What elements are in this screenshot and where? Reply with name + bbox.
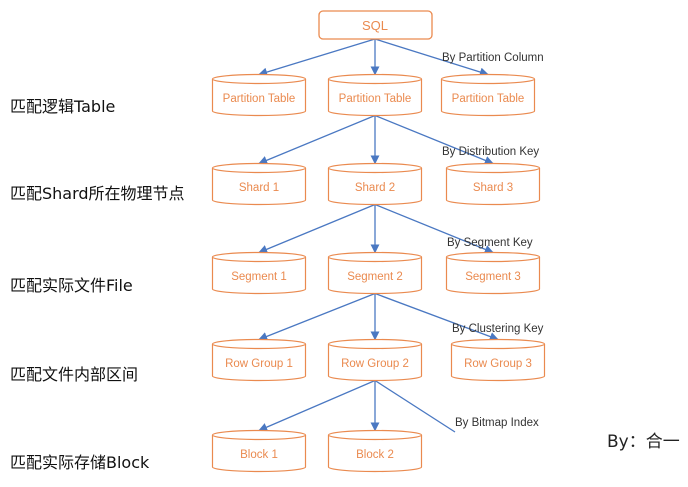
partition-table-node-2: Partition Table [327,73,423,117]
row-group-node-3-body [450,344,546,382]
edge-L2N1-L3N2 [374,292,499,341]
shard-node-3-label: Shard 3 [473,182,513,194]
edge-root-L0N0 [258,38,376,77]
edge-label-distribution: By Distribution Key [442,146,539,158]
edges-layer [258,38,499,433]
segment-node-1-label: Segment 1 [231,271,287,283]
row-group-node-3-cap [450,338,546,350]
stage-label-interval: 匹配文件内部区间 [10,365,139,384]
row-group-node-3-label: Row Group 3 [464,358,532,370]
partition-table-node-3-cap [440,73,536,85]
block-node-2-label: Block 2 [356,449,394,461]
partition-table-node-2-cap [327,73,423,85]
segment-node-3-label: Segment 3 [465,271,521,283]
segment-node-3-body [445,257,541,295]
row-group-node-2: Row Group 2 [327,338,423,382]
partition-table-node-3-label: Partition Table [452,93,525,105]
segment-node-3-cap [445,251,541,263]
stage-label-table: 匹配逻辑Table [10,97,116,116]
block-node-1-label: Block 1 [240,449,278,461]
row-group-node-1-cap [211,338,307,350]
shard-node-3: Shard 3 [445,162,541,206]
edge-L0N1-L1N2 [374,114,494,165]
shard-node-1-body [211,168,307,206]
partition-table-node-1-cap [211,73,307,85]
stage-label-shard: 匹配Shard所在物理节点 [10,184,185,203]
shard-node-2-label: Shard 2 [355,182,395,194]
edge-L1N1-L2N0 [258,203,376,254]
shard-node-3-body [445,168,541,206]
segment-node-3: Segment 3 [445,251,541,295]
row-group-node-1: Row Group 1 [211,338,307,382]
block-node-1-body [211,435,307,473]
edge-label-partition: By Partition Column [442,52,544,64]
shard-node-3-cap [445,162,541,174]
block-node-1-cap [211,429,307,441]
segment-node-1-cap [211,251,307,263]
shard-node-2: Shard 2 [327,162,423,206]
root-label: SQL [362,18,388,33]
segment-node-2-cap [327,251,423,263]
partition-table-node-1-label: Partition Table [223,93,296,105]
root-node: SQL [318,10,433,40]
shard-node-1: Shard 1 [211,162,307,206]
shard-node-2-body [327,168,423,206]
shard-node-1-cap [211,162,307,174]
row-group-node-2-cap [327,338,423,350]
row-group-node-1-label: Row Group 1 [225,358,293,370]
edge-L1N1-L2N2 [374,203,494,254]
edge-L2N1-L3N0 [258,292,376,341]
shard-node-2-cap [327,162,423,174]
stage-label-file: 匹配实际文件File [10,276,133,295]
edge-L3N1-L4N0 [258,379,376,432]
edge-L0N1-L1N0 [258,114,376,165]
partition-table-node-2-body [327,79,423,117]
segment-node-1: Segment 1 [211,251,307,295]
edge-labels-layer: By Partition Column By Distribution Key … [442,52,544,429]
segment-node-2-label: Segment 2 [347,271,403,283]
segment-node-2: Segment 2 [327,251,423,295]
edge-root-L0N2 [374,38,489,77]
edge-label-bitmap: By Bitmap Index [455,417,539,429]
stage-label-block: 匹配实际存储Block [10,453,150,472]
row-group-node-3: Row Group 3 [450,338,546,382]
row-group-node-2-body [327,344,423,382]
block-node-2: Block 2 [327,429,423,473]
author-credit: By：合一 [607,432,680,452]
shard-node-1-label: Shard 1 [239,182,279,194]
segment-node-1-body [211,257,307,295]
block-node-2-body [327,435,423,473]
block-node-2-cap [327,429,423,441]
nodes-layer: SQL Partition Table Partition Table Partit… [211,10,546,473]
partition-table-node-3-body [440,79,536,117]
edge-label-segment: By Segment Key [447,237,533,249]
partition-table-node-1: Partition Table [211,73,307,117]
partition-table-node-3: Partition Table [440,73,536,117]
row-group-node-2-label: Row Group 2 [341,358,409,370]
edge-L3N1-L4N2 [374,379,456,433]
block-node-1: Block 1 [211,429,307,473]
root-box [318,10,433,40]
partition-table-node-1-body [211,79,307,117]
edge-label-clustering: By Clustering Key [452,323,544,335]
row-group-node-1-body [211,344,307,382]
partition-table-node-2-label: Partition Table [339,93,412,105]
segment-node-2-body [327,257,423,295]
